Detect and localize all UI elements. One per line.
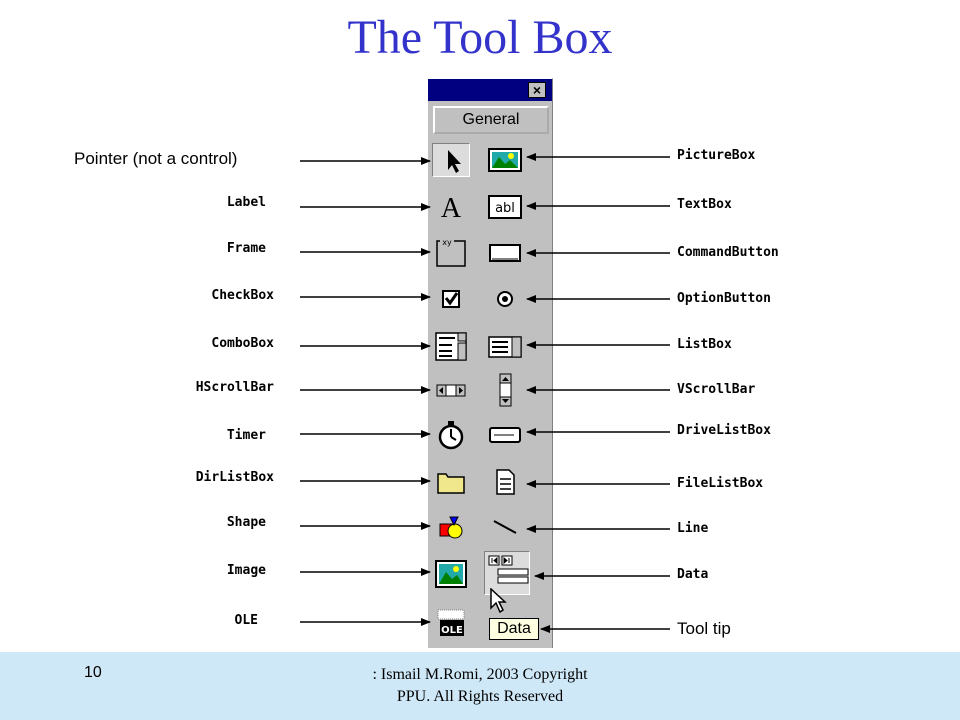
drive-icon xyxy=(489,427,521,443)
data-tool[interactable] xyxy=(484,551,530,614)
label-textbox: TextBox xyxy=(677,197,732,212)
label-commandbutton: CommandButton xyxy=(677,245,779,260)
label-checkbox: CheckBox xyxy=(211,288,274,303)
data-tooltip: Data xyxy=(489,618,539,640)
close-button[interactable]: × xyxy=(528,82,546,98)
label-picturebox: PictureBox xyxy=(677,148,756,163)
shape-tool[interactable] xyxy=(432,510,470,544)
label-ole: OLE xyxy=(234,613,258,628)
label-icon: A xyxy=(441,193,462,224)
textbox-icon: abl xyxy=(488,195,522,219)
timer-tool[interactable] xyxy=(432,418,470,452)
label-listbox: ListBox xyxy=(677,337,732,352)
optionbutton-tool[interactable] xyxy=(486,282,524,316)
dirlistbox-tool[interactable] xyxy=(432,465,470,499)
general-tab-button[interactable]: General xyxy=(433,106,549,134)
stopwatch-icon xyxy=(438,421,464,450)
checkbox-icon xyxy=(442,290,460,308)
label-frame: Frame xyxy=(226,241,266,256)
vscrollbar-icon xyxy=(499,373,512,407)
label-image: Image xyxy=(226,563,266,578)
combobox-icon xyxy=(435,332,467,361)
listbox-tool[interactable] xyxy=(486,330,524,364)
image-icon xyxy=(435,560,467,588)
credit-line-2: PPU. All Rights Reserved xyxy=(396,688,564,705)
drivelistbox-tool[interactable] xyxy=(486,418,524,452)
toolbox-titlebar: × xyxy=(428,79,552,101)
commandbutton-tool[interactable] xyxy=(486,236,524,270)
textbox-tool[interactable]: abl xyxy=(486,190,524,224)
ole-tool[interactable]: OLE xyxy=(432,607,470,641)
hscrollbar-icon xyxy=(436,384,466,397)
image-tool[interactable] xyxy=(432,557,470,591)
label-shape: Shape xyxy=(226,515,266,530)
slide-footer xyxy=(0,652,960,720)
label-label: Label xyxy=(226,195,266,210)
line-icon xyxy=(493,520,517,534)
label-filelistbox: FileListBox xyxy=(677,476,764,491)
ole-icon: OLE xyxy=(437,609,465,636)
shapes-icon xyxy=(439,516,463,539)
credit-line-1: : Ismail M.Romi, 2003 Copyright xyxy=(372,666,588,683)
data-control-icon xyxy=(488,555,529,584)
label-pointer: Pointer (not a control) xyxy=(74,149,238,168)
folder-icon xyxy=(437,473,465,494)
commandbutton-icon xyxy=(489,244,521,262)
mouse-cursor-icon xyxy=(490,588,507,614)
label-drivelistbox: DriveListBox xyxy=(677,423,771,438)
label-hscrollbar: HScrollBar xyxy=(195,380,274,395)
label-optionbutton: OptionButton xyxy=(677,291,771,306)
label-vscrollbar: VScrollBar xyxy=(677,382,756,397)
pointer-tool[interactable] xyxy=(432,143,470,177)
label-line: Line xyxy=(677,521,709,536)
combobox-tool[interactable] xyxy=(432,330,470,364)
pointer-icon xyxy=(448,150,461,173)
filelistbox-tool[interactable] xyxy=(486,465,524,499)
page-number: 10 xyxy=(84,664,102,681)
frame-tool[interactable]: xy xyxy=(432,236,470,270)
vscrollbar-tool[interactable] xyxy=(486,373,524,407)
listbox-icon xyxy=(488,336,522,358)
label-dirlistbox: DirListBox xyxy=(195,470,274,485)
label-tool[interactable]: A xyxy=(432,190,470,224)
label-tooltip: Tool tip xyxy=(677,619,731,638)
label-combobox: ComboBox xyxy=(211,336,274,351)
optionbutton-icon xyxy=(497,291,513,307)
picturebox-icon xyxy=(488,148,522,172)
hscrollbar-tool[interactable] xyxy=(432,373,470,407)
file-icon xyxy=(496,469,515,495)
svg-text:A: A xyxy=(441,193,462,224)
checkbox-tool[interactable] xyxy=(432,282,470,316)
label-timer: Timer xyxy=(226,428,266,443)
line-tool[interactable] xyxy=(486,510,524,544)
copyright-credit: : Ismail M.Romi, 2003 Copyright PPU. All… xyxy=(300,664,660,708)
svg-text:abl: abl xyxy=(495,201,515,216)
slide-title: The Tool Box xyxy=(347,11,613,64)
svg-text:xy: xy xyxy=(442,238,452,247)
label-data: Data xyxy=(677,567,709,582)
frame-icon: xy xyxy=(436,237,466,267)
toolbox-window: × General A abl xy xyxy=(427,78,553,648)
picturebox-tool[interactable] xyxy=(486,143,524,177)
svg-text:OLE: OLE xyxy=(441,625,463,636)
